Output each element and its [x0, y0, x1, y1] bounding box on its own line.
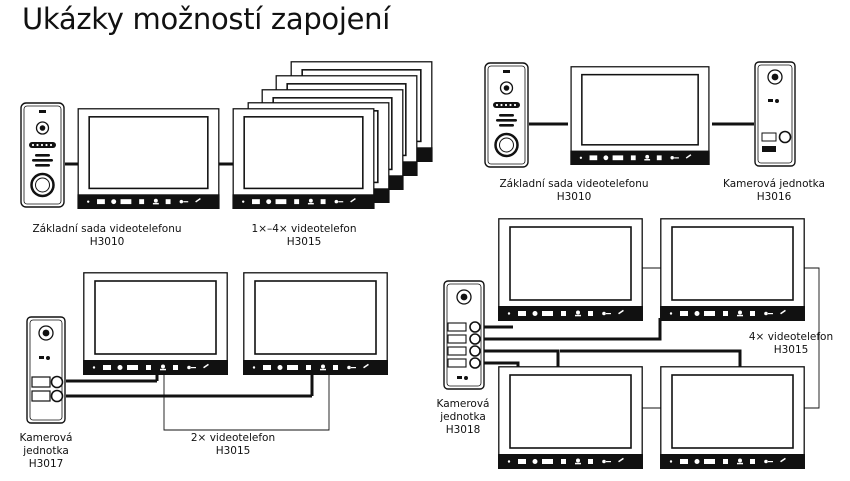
monitor-h3015 — [232, 108, 375, 209]
caption-line: H3010 — [556, 191, 592, 203]
caption-line: H3015 — [215, 445, 251, 457]
caption-line: Základní sada videotelefonu — [499, 178, 649, 190]
monitor-1 — [83, 272, 228, 375]
monitor-4 — [660, 366, 805, 469]
wire — [66, 374, 314, 398]
caption-line: 1×–4× videotelefon — [251, 223, 357, 235]
caption-line: H3016 — [756, 191, 792, 203]
caption-line: 4× videotelefon — [748, 331, 834, 343]
monitor-h3010 — [77, 108, 220, 209]
caption-line: H3010 — [89, 236, 125, 248]
caption-d1-kit: Základní sada videotelefonu H3010 — [22, 223, 192, 249]
page-title: Ukázky možností zapojení — [22, 2, 391, 36]
diagram-1 — [20, 61, 433, 209]
diagram-2 — [484, 61, 796, 168]
monitor-2 — [243, 272, 388, 375]
caption-line: H3015 — [286, 236, 322, 248]
caption-line: jednotka — [440, 411, 486, 423]
camera-unit-h3010 — [20, 102, 65, 208]
caption-d3-monitors: 2× videotelefon H3015 — [183, 432, 283, 458]
caption-line: Kamerová — [436, 398, 490, 410]
caption-line: Základní sada videotelefonu — [32, 223, 182, 235]
camera-unit-h3018 — [443, 280, 485, 390]
caption-line: jednotka — [23, 445, 69, 457]
caption-d2-camera: Kamerová jednotka H3016 — [718, 178, 830, 204]
caption-d2-kit: Základní sada videotelefonu H3010 — [486, 178, 662, 204]
caption-line: H3018 — [445, 424, 481, 436]
monitor-h3010 — [569, 66, 711, 165]
caption-d3-camera: Kamerová jednotka H3017 — [10, 432, 82, 471]
caption-line: 2× videotelefon — [190, 432, 276, 444]
leader-line — [163, 374, 330, 431]
caption-line: Kamerová — [19, 432, 73, 444]
caption-d1-monitors: 1×–4× videotelefon H3015 — [244, 223, 364, 249]
camera-unit-h3010 — [484, 62, 529, 168]
monitor-3 — [498, 366, 643, 469]
caption-line: H3017 — [28, 458, 64, 470]
diagram-4 — [443, 218, 820, 469]
caption-d4-monitors: 4× videotelefon H3015 — [741, 331, 841, 357]
caption-d4-camera: Kamerová jednotka H3018 — [427, 398, 499, 437]
wire — [483, 318, 742, 368]
diagram-3 — [26, 272, 388, 431]
caption-line: Kamerová jednotka — [723, 178, 825, 190]
caption-line: H3015 — [773, 344, 809, 356]
camera-unit-h3017 — [26, 316, 66, 424]
monitor-1 — [498, 218, 643, 321]
camera-unit-h3016 — [754, 61, 796, 167]
monitor-2 — [660, 218, 805, 321]
